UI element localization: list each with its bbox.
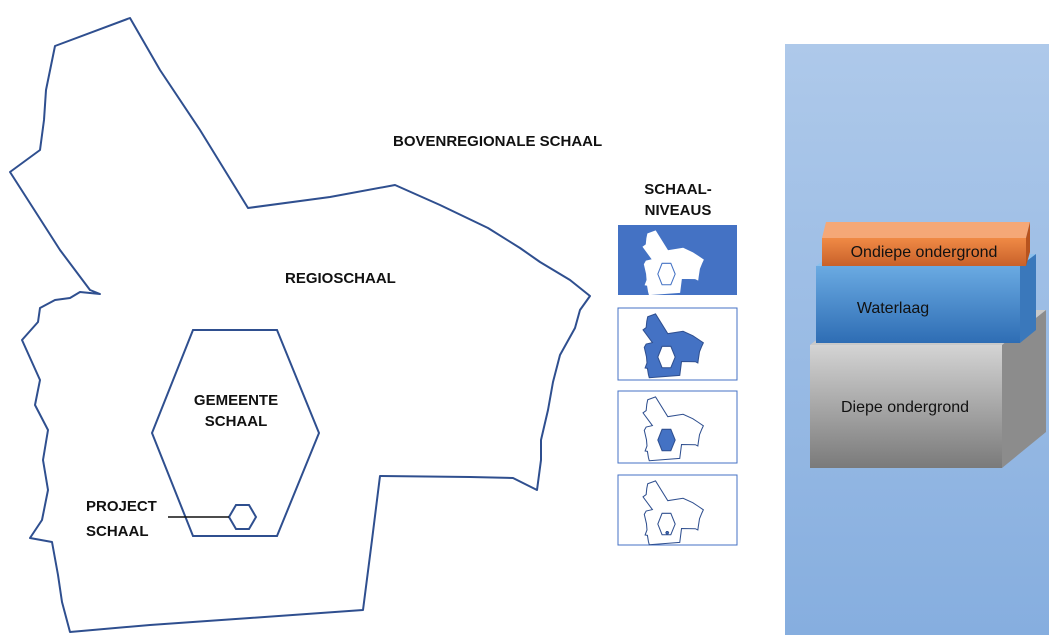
layer-shallow-label: Ondiepe ondergrond xyxy=(851,244,998,261)
scale-level-thumb-regio xyxy=(617,307,738,381)
regio-label: REGIOSCHAAL xyxy=(285,270,396,287)
schaalniveaus-label-line1: SCHAAL- xyxy=(644,181,712,198)
municipality-hexagon xyxy=(150,329,321,537)
layer-deep-label: Diepe ondergrond xyxy=(841,399,969,416)
layer-shallow-block xyxy=(822,222,1030,266)
gemeente-label-line2: SCHAAL xyxy=(205,413,268,430)
bovenregionaal-label: BOVENREGIONALE SCHAAL xyxy=(393,133,602,150)
project-label-line1: PROJECT xyxy=(86,498,157,515)
layer-water-label: Waterlaag xyxy=(857,300,929,317)
scale-level-thumb-project xyxy=(617,474,738,546)
scale-level-thumb-bovenregionaal xyxy=(618,225,737,296)
layer-water-block xyxy=(816,254,1036,343)
outer-region-outline xyxy=(9,17,591,633)
project-hexagon xyxy=(227,504,258,530)
schaalniveaus-label-line2: NIVEAUS xyxy=(645,202,712,219)
gemeente-label-line1: GEMEENTE xyxy=(194,392,278,409)
scale-level-thumb-gemeente xyxy=(617,390,738,464)
project-label-line2: SCHAAL xyxy=(86,523,149,540)
